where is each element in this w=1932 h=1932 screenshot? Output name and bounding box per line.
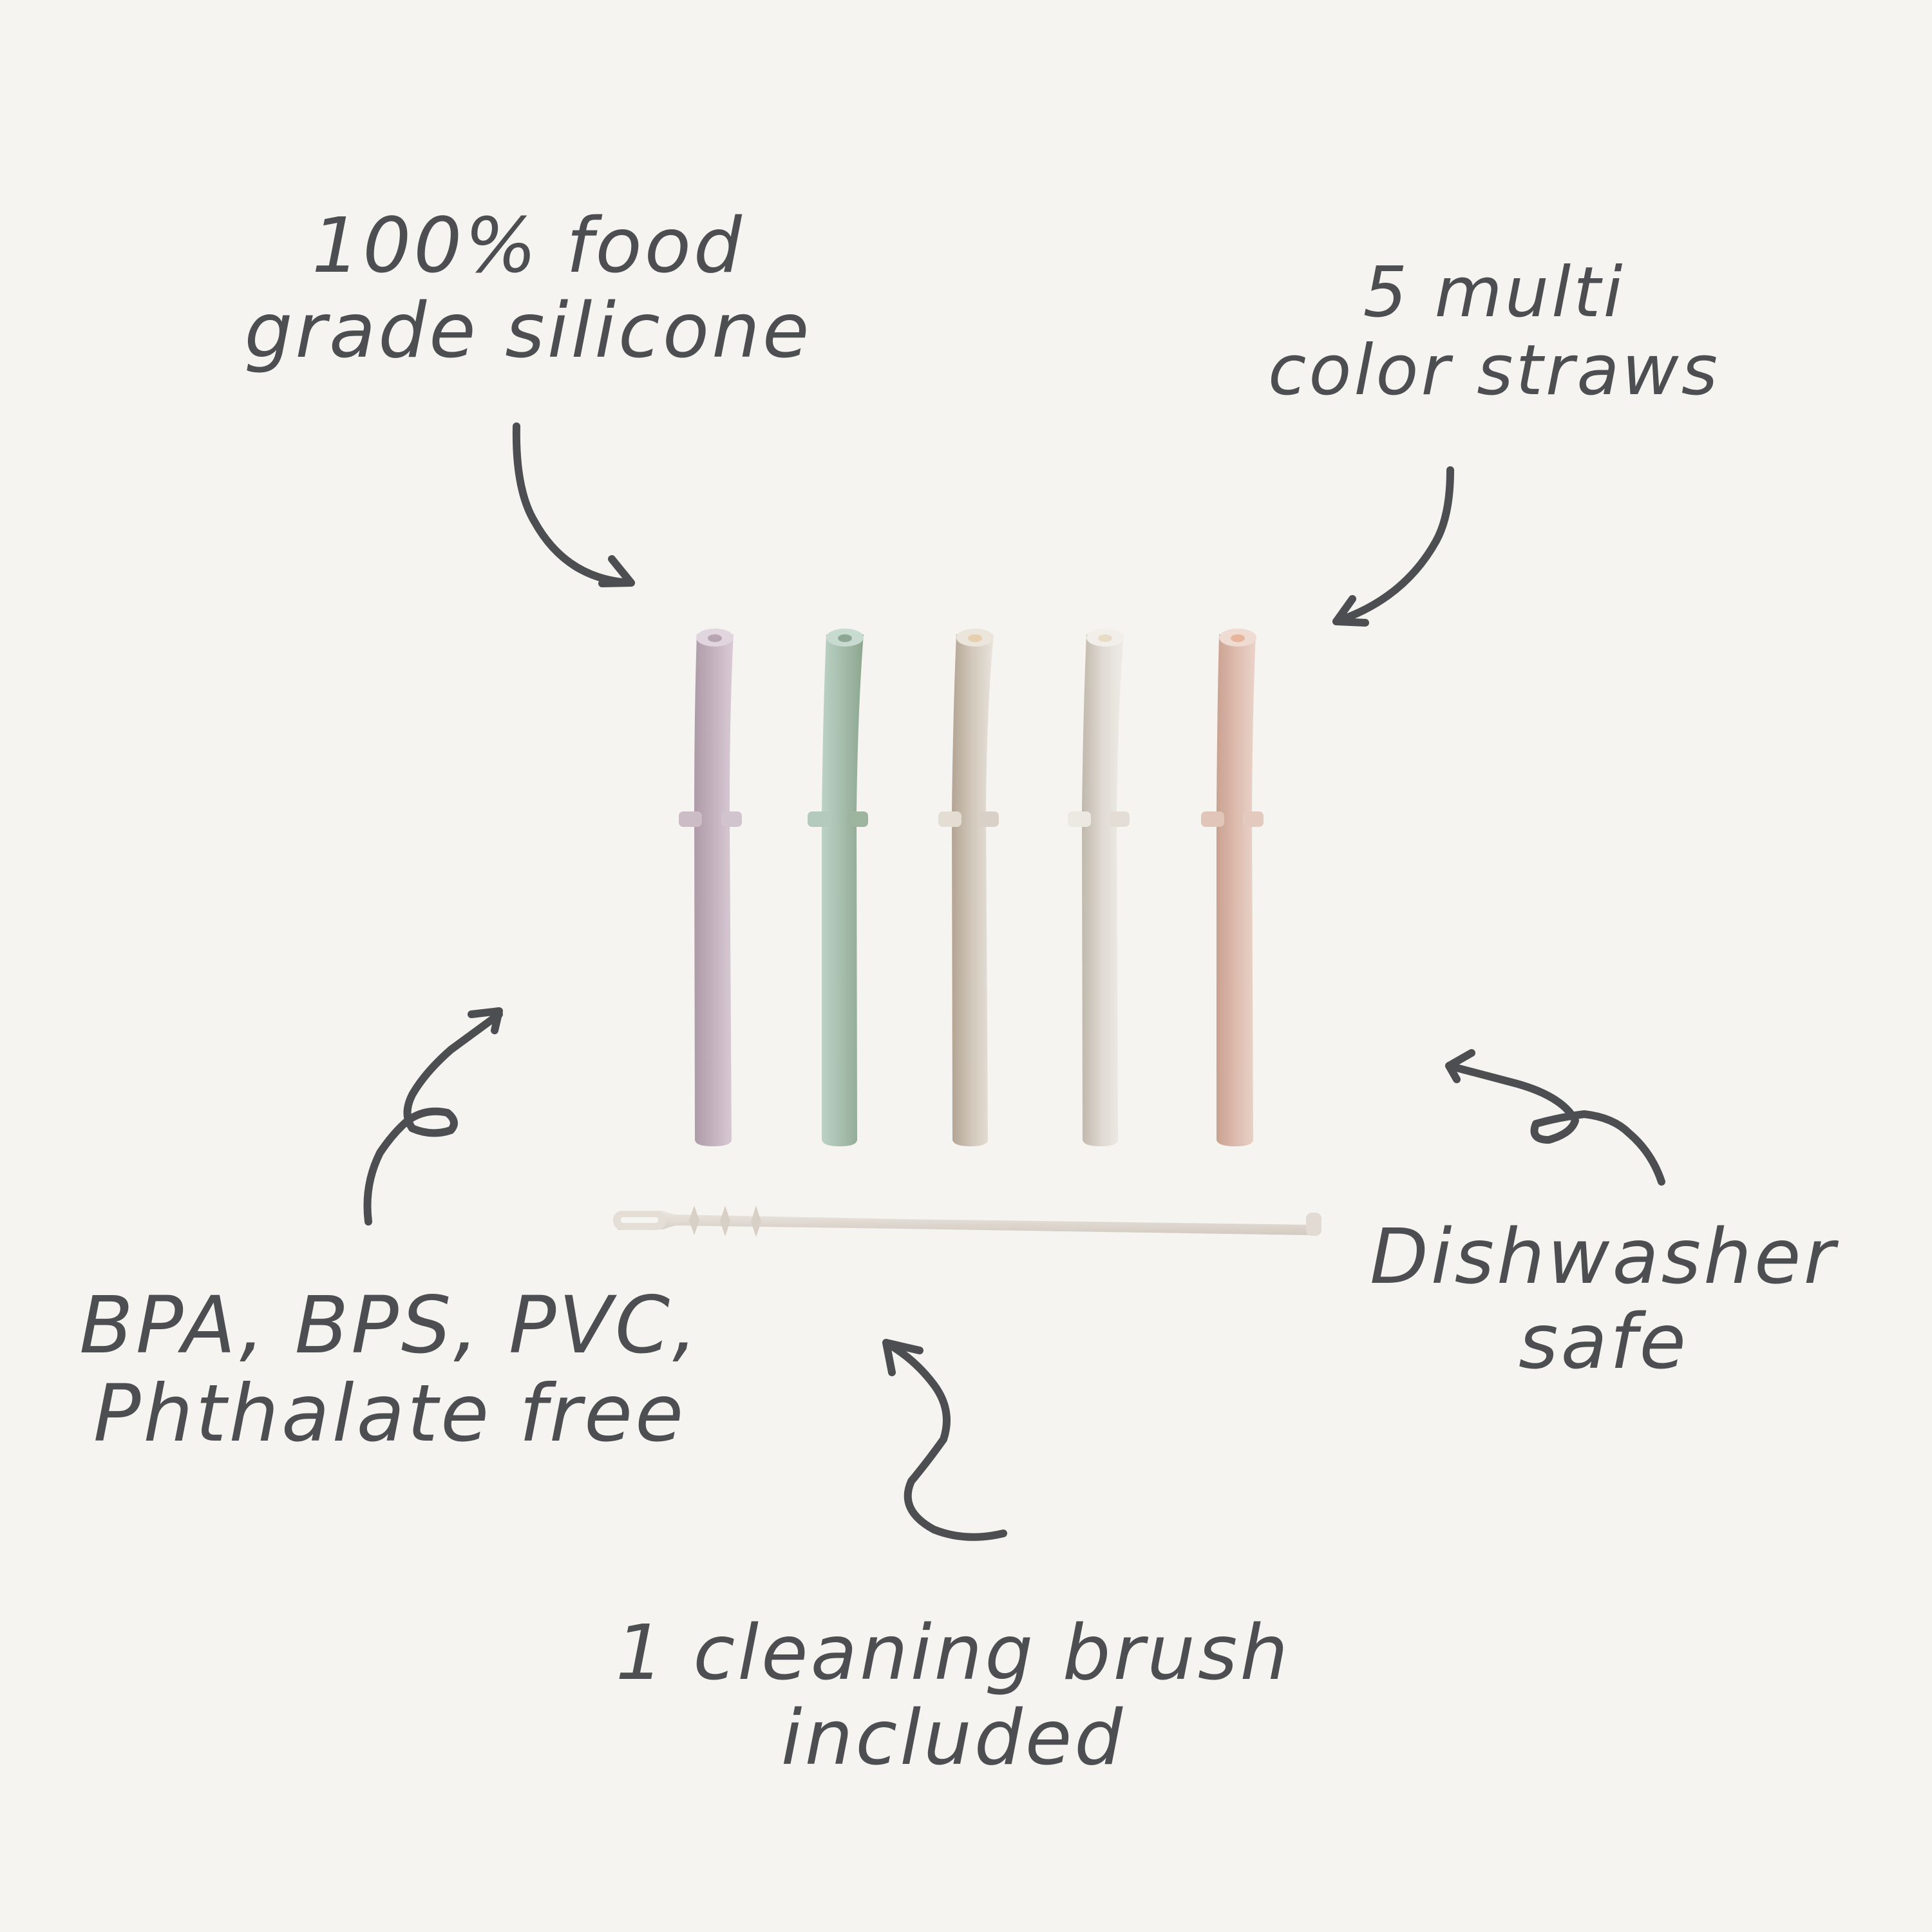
straw-sage <box>808 629 868 1146</box>
label-line: included <box>781 1693 1126 1783</box>
label-line: color straws <box>1267 330 1721 411</box>
label-line: grade silicone <box>244 286 812 375</box>
arrow-dishwasher-icon <box>1445 1049 1665 1186</box>
arrow-brush-icon <box>882 1339 1007 1541</box>
cleaning-brush <box>613 1206 1321 1237</box>
feature-label-multi-color-straws: 5 multi color straws <box>1211 254 1777 410</box>
label-line: BPA, BPS, PVC, <box>79 1280 700 1371</box>
straw-lilac <box>679 629 742 1146</box>
straw-taupe <box>938 629 999 1146</box>
straw-blush <box>1201 629 1264 1146</box>
label-line: safe <box>1519 1297 1689 1387</box>
feature-label-food-grade-silicone: 100% food grade silicone <box>219 203 837 373</box>
arrow-straws-icon <box>1332 466 1454 627</box>
feature-label-bpa-free: BPA, BPS, PVC, Phthalate free <box>45 1282 734 1457</box>
straw-ivory <box>1068 629 1130 1146</box>
label-line: 100% food <box>312 201 744 290</box>
label-line: 1 cleaning brush <box>615 1608 1291 1697</box>
label-line: Phthalate free <box>93 1367 687 1459</box>
feature-label-dishwasher-safe: Dishwasher safe <box>1340 1214 1868 1384</box>
label-line: 5 multi <box>1363 252 1625 333</box>
label-line: Dishwasher <box>1369 1212 1838 1301</box>
arrow-silicone-icon <box>512 422 635 587</box>
arrow-bpa-free-icon <box>363 1007 503 1226</box>
feature-label-cleaning-brush: 1 cleaning brush included <box>605 1610 1301 1780</box>
